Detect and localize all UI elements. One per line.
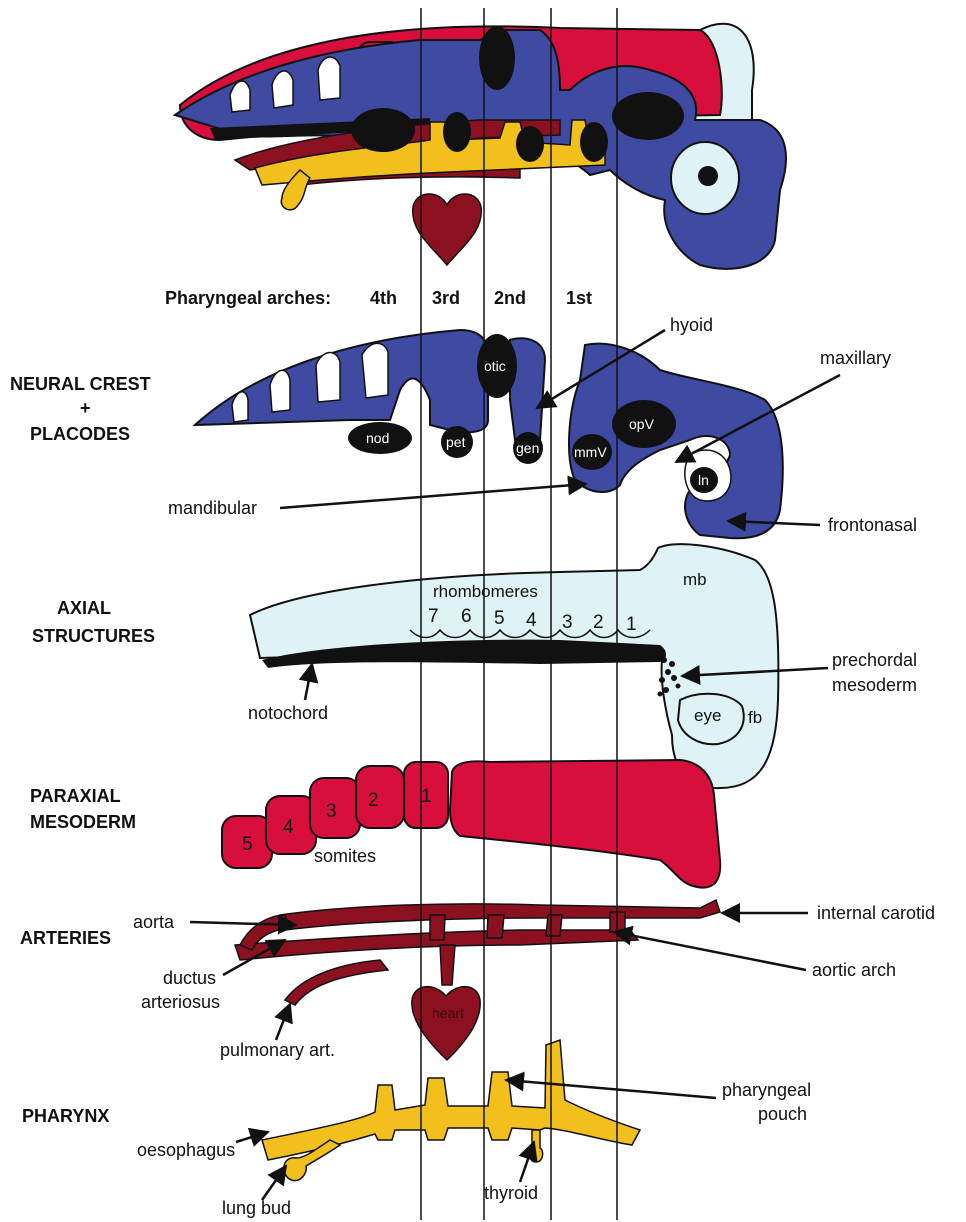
composite-eye xyxy=(671,142,739,214)
lung-bud-label: lung bud xyxy=(222,1198,291,1218)
aorta-label: aorta xyxy=(133,912,175,932)
rhombomeres-label: rhombomeres xyxy=(433,582,538,601)
composite-heart xyxy=(413,194,482,265)
composite-embryo xyxy=(175,24,786,269)
head-mesoderm xyxy=(450,760,720,888)
hyoid-label: hyoid xyxy=(670,315,713,335)
section-arteries: ARTERIES heart aorta internal carotid ao… xyxy=(20,900,935,1060)
section-pharynx: PHARYNX pharyngeal pouch oesophagus thyr… xyxy=(22,1040,811,1218)
mandibular-label: mandibular xyxy=(168,498,257,518)
somite-1-label: 1 xyxy=(421,786,432,807)
rhombomere-2: 2 xyxy=(593,612,604,633)
maxillary-label: maxillary xyxy=(820,348,891,368)
section-pharynx-title: PHARYNX xyxy=(22,1106,109,1126)
pouch-label-1: pharyngeal xyxy=(722,1080,811,1100)
arch-header-1st: 1st xyxy=(566,288,592,308)
heart xyxy=(412,987,480,1060)
heart-label: heart xyxy=(432,1005,464,1021)
rhombomere-6: 6 xyxy=(461,606,472,627)
opV-label: opV xyxy=(629,416,655,432)
somite-5-label: 5 xyxy=(242,834,253,855)
arch-header-prefix: Pharyngeal arches: xyxy=(165,288,331,308)
ln-label: ln xyxy=(698,472,709,488)
section-axial-title1: AXIAL xyxy=(57,598,111,618)
ductus-label-2: arteriosus xyxy=(141,992,220,1012)
notochord-arrow xyxy=(305,664,312,700)
section-neural-crest: NEURAL CREST + PLACODES otic nod pet gen… xyxy=(10,315,917,538)
thyroid-label: thyroid xyxy=(484,1183,538,1203)
arch-header-2nd: 2nd xyxy=(494,288,526,308)
internal-carotid-label: internal carotid xyxy=(817,903,935,923)
pouch-arrow xyxy=(506,1080,716,1098)
arch-header-4th: 4th xyxy=(370,288,397,308)
mandibular-arrow xyxy=(280,484,586,508)
arch-header: Pharyngeal arches: 4th 3rd 2nd 1st xyxy=(165,288,592,308)
aortic-arch-label: aortic arch xyxy=(812,960,896,980)
fb-label: fb xyxy=(748,708,762,727)
pouch-label-2: pouch xyxy=(758,1104,807,1124)
rhombomere-7: 7 xyxy=(428,606,439,627)
lung-bud-arrow xyxy=(262,1166,286,1200)
nod-label: nod xyxy=(366,430,389,446)
oesophagus-label: oesophagus xyxy=(137,1140,235,1160)
pulmonary-label: pulmonary art. xyxy=(220,1040,335,1060)
prechordal-label-2: mesoderm xyxy=(832,675,917,695)
pet-label: pet xyxy=(446,434,466,450)
pulmonary-arrow xyxy=(276,1004,290,1040)
section-axial-title2: STRUCTURES xyxy=(32,626,155,646)
section-arteries-title: ARTERIES xyxy=(20,928,111,948)
section-neural-crest-title2: + xyxy=(80,398,91,418)
otic-label: otic xyxy=(484,358,506,374)
somite-3-label: 3 xyxy=(326,801,337,822)
arch-header-3rd: 3rd xyxy=(432,288,460,308)
rhombomere-4: 4 xyxy=(526,610,537,631)
section-neural-crest-title1: NEURAL CREST xyxy=(10,374,151,394)
eye-label: eye xyxy=(694,706,721,725)
thyroid-arrow xyxy=(520,1142,534,1182)
section-neural-crest-title3: PLACODES xyxy=(30,424,130,444)
notochord-label: notochord xyxy=(248,703,328,723)
section-paraxial-title1: PARAXIAL xyxy=(30,786,121,806)
rhombomere-5: 5 xyxy=(494,608,505,629)
somite-2 xyxy=(356,766,404,828)
artery-network xyxy=(235,900,720,1005)
mmV-label: mmV xyxy=(574,444,607,460)
frontonasal-label: frontonasal xyxy=(828,515,917,535)
somites-label: somites xyxy=(314,846,376,866)
somite-4-label: 4 xyxy=(283,817,294,838)
aortic-arch-arrow xyxy=(614,932,806,970)
mb-label: mb xyxy=(683,570,707,589)
rhombomere-1: 1 xyxy=(626,614,637,635)
somite-2-label: 2 xyxy=(368,790,379,811)
section-axial: AXIAL STRUCTURES rhombomeres mb fb eye 7… xyxy=(32,544,917,788)
section-paraxial-title2: MESODERM xyxy=(30,812,136,832)
gen-label: gen xyxy=(516,440,539,456)
prechordal-label-1: prechordal xyxy=(832,650,917,670)
rhombomere-3: 3 xyxy=(562,612,573,633)
ductus-label-1: ductus xyxy=(163,968,216,988)
